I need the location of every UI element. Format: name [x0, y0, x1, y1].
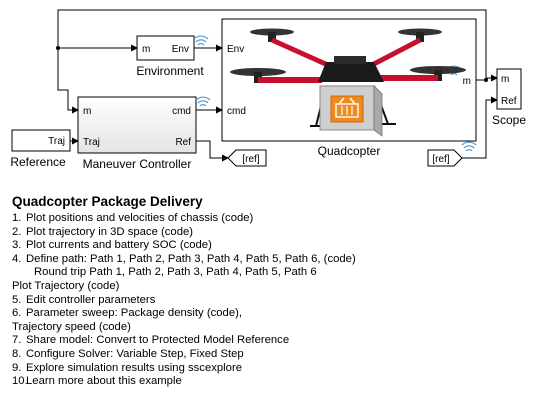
description-item-text: Plot Trajectory (code)	[12, 279, 120, 292]
description-item-text: Edit controller parameters	[26, 293, 156, 306]
environment-in-port: m	[142, 44, 150, 55]
reference-block[interactable]: Traj Reference	[10, 129, 71, 169]
scope-label: Scope	[492, 113, 526, 127]
maneuver-controller-label: Maneuver Controller	[83, 157, 192, 171]
description-item-number: 2.	[12, 225, 22, 238]
scope-block[interactable]: m Ref Scope	[492, 68, 526, 127]
reference-label: Reference	[10, 155, 66, 169]
description-item[interactable]: Round trip Path 1, Path 2, Path 3, Path …	[12, 266, 532, 280]
maneuver-in-port-m: m	[83, 106, 91, 117]
description-item-number: 4.	[12, 252, 22, 265]
model-description: Quadcopter Package Delivery 1. Plot posit…	[12, 193, 532, 389]
description-item[interactable]: 6. Parameter sweep: Package density (code…	[12, 307, 532, 321]
environment-label: Environment	[136, 64, 204, 78]
description-item[interactable]: Plot Trajectory (code)	[12, 280, 532, 294]
description-item-number: 5.	[12, 293, 22, 306]
description-item-text: Explore simulation results using sscexpl…	[26, 361, 242, 374]
description-item-text: Round trip Path 1, Path 2, Path 3, Path …	[34, 266, 317, 279]
goto-ref-tag[interactable]: [ref]	[227, 149, 267, 167]
description-item-number: 7.	[12, 334, 22, 347]
description-item-text: Define path: Path 1, Path 2, Path 3, Pat…	[26, 252, 356, 265]
description-item[interactable]: 9. Explore simulation results using sscex…	[12, 362, 532, 376]
description-item[interactable]: Trajectory speed (code)	[12, 321, 532, 335]
environment-out-port: Env	[172, 44, 189, 55]
description-item-text: Plot trajectory in 3D space (code)	[26, 225, 194, 238]
quadcopter-out-port: m	[463, 76, 471, 87]
description-item-number: 6.	[12, 307, 22, 320]
description-item-number: 3.	[12, 239, 22, 252]
environment-block[interactable]: m Env Environment	[136, 35, 204, 78]
goto-ref-label: [ref]	[242, 154, 259, 165]
description-item-text: Plot currents and battery SOC (code)	[26, 239, 212, 252]
description-item-number: 1.	[12, 212, 22, 224]
drone-illustration	[230, 28, 466, 137]
description-item[interactable]: 8. Configure Solver: Variable Step, Fixed…	[12, 348, 532, 362]
quadcopter-in-port-cmd: cmd	[227, 106, 246, 117]
description-item-text: Parameter sweep: Package density (code),	[26, 307, 243, 320]
wifi-icon	[461, 141, 477, 152]
maneuver-out-port-cmd: cmd	[172, 106, 191, 117]
description-item-number: 10.	[12, 375, 28, 388]
from-ref-tag[interactable]: [ref]	[427, 149, 463, 167]
description-item-text: Share model: Convert to Protected Model …	[26, 334, 290, 347]
description-item[interactable]: 3. Plot currents and battery SOC (code)	[12, 239, 532, 253]
quadcopter-in-port-env: Env	[227, 44, 244, 55]
wifi-icon	[195, 96, 211, 107]
description-item[interactable]: 2. Plot trajectory in 3D space (code)	[12, 226, 532, 240]
signal-lines	[56, 9, 498, 162]
description-item[interactable]: 4. Define path: Path 1, Path 2, Path 3, P…	[12, 253, 532, 267]
description-item-text: Plot positions and velocities of chassis…	[26, 212, 254, 224]
scope-in-port-ref: Ref	[501, 96, 517, 107]
maneuver-in-port-traj: Traj	[83, 137, 100, 148]
scope-in-port-m: m	[501, 74, 509, 85]
description-item[interactable]: 5. Edit controller parameters	[12, 294, 532, 308]
description-item[interactable]: 7. Share model: Convert to Protected Mode…	[12, 334, 532, 348]
description-item[interactable]: 1. Plot positions and velocities of chass…	[12, 212, 532, 226]
description-item-number: 8.	[12, 347, 22, 360]
quadcopter-label: Quadcopter	[318, 144, 381, 158]
description-title: Quadcopter Package Delivery	[12, 194, 203, 209]
from-ref-label: [ref]	[432, 154, 449, 165]
description-item[interactable]: 10.Learn more about this example	[12, 375, 532, 389]
description-item-text: Trajectory speed (code)	[12, 320, 131, 333]
description-item-text: Configure Solver: Variable Step, Fixed S…	[26, 347, 244, 360]
maneuver-out-port-ref: Ref	[175, 137, 191, 148]
block-diagram: m Env Environment m Traj cmd Ref Maneuve…	[10, 9, 526, 171]
maneuver-controller-block[interactable]: m Traj cmd Ref Maneuver Controller	[77, 96, 197, 171]
reference-out-port: Traj	[48, 136, 65, 147]
description-list: 1. Plot positions and velocities of chass…	[12, 212, 532, 389]
description-item-number: 9.	[12, 361, 22, 374]
wifi-icon	[193, 35, 209, 46]
description-item-text: Learn more about this example	[26, 375, 182, 388]
